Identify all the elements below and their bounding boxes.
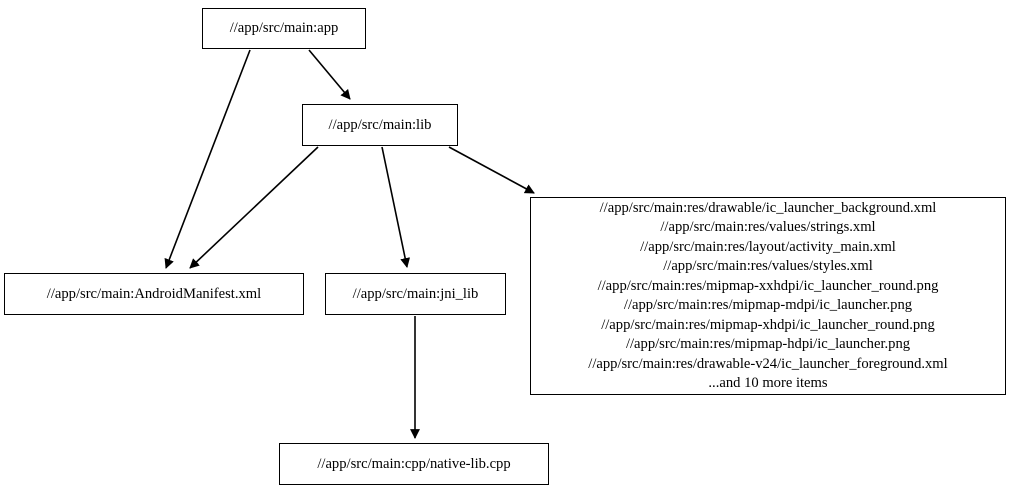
edge-app-to-manifest xyxy=(164,49,251,269)
graph-node-jni-lib[interactable]: //app/src/main:jni_lib xyxy=(325,273,506,315)
graph-node-app-label: //app/src/main:app xyxy=(229,20,339,37)
edge-lib-to-resources xyxy=(448,146,535,194)
edge-app-to-lib xyxy=(308,49,351,100)
graph-node-resources-label: //app/src/main:res/drawable/ic_launcher_… xyxy=(588,199,948,392)
graph-node-lib-label: //app/src/main:lib xyxy=(328,116,432,133)
graph-node-lib[interactable]: //app/src/main:lib xyxy=(302,104,458,146)
graph-node-app[interactable]: //app/src/main:app xyxy=(202,8,366,49)
graph-node-jni-lib-label: //app/src/main:jni_lib xyxy=(352,285,479,302)
graph-node-resources[interactable]: //app/src/main:res/drawable/ic_launcher_… xyxy=(530,197,1006,395)
graph-node-native-lib-label: //app/src/main:cpp/native-lib.cpp xyxy=(317,455,511,472)
graph-node-native-lib[interactable]: //app/src/main:cpp/native-lib.cpp xyxy=(279,443,549,485)
edge-lib-to-jni-lib xyxy=(381,146,411,268)
graph-node-android-manifest-label: //app/src/main:AndroidManifest.xml xyxy=(46,285,262,302)
graph-node-android-manifest[interactable]: //app/src/main:AndroidManifest.xml xyxy=(4,273,304,315)
edge-lib-to-manifest xyxy=(189,146,319,269)
